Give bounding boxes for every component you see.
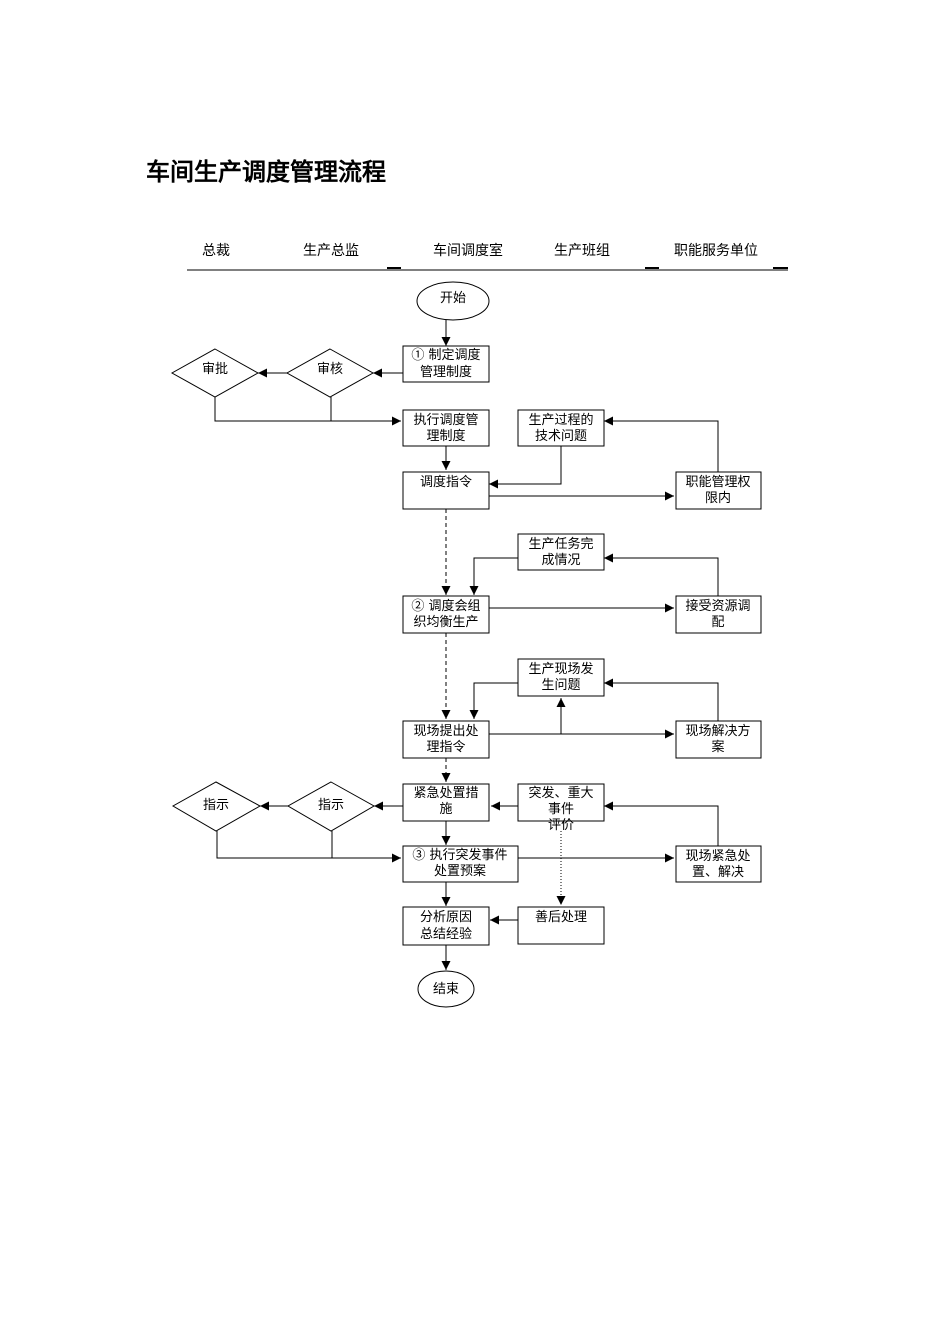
label-site-emergency-1: 现场紧急处 <box>685 849 750 864</box>
column-header-workshop-dispatch: 车间调度室 <box>433 243 503 259</box>
node-labels: 开始 ① 制定调度 管理制度 审核 审批 执行调度管 理制度 生产过程的 技术问… <box>202 291 751 997</box>
label-aftermath: 善后处理 <box>535 909 587 925</box>
node-start <box>416 281 490 321</box>
node-major-event <box>517 783 605 822</box>
node-execute-emergency-plan <box>402 845 519 883</box>
label-emergency-measures-2: 施 <box>439 802 452 817</box>
node-dispatch-meeting <box>402 595 490 634</box>
node-make-dispatch-rules <box>402 345 490 383</box>
label-major-event-1: 突发、重大 <box>528 785 593 801</box>
label-site-command-1: 现场提出处 <box>413 723 478 739</box>
label-task-completion-2: 成情况 <box>541 553 580 568</box>
node-approve <box>170 348 260 398</box>
label-site-problem-2: 生问题 <box>541 678 580 693</box>
label-instruction-president: 指示 <box>203 798 229 813</box>
label-site-emergency-2: 置、解决 <box>692 865 744 880</box>
node-aftermath <box>517 906 605 945</box>
column-header-production-team: 生产班组 <box>554 243 610 259</box>
label-technical-issues-2: 技术问题 <box>535 429 587 444</box>
label-technical-issues-1: 生产过程的 <box>528 412 593 428</box>
label-resource-allocation-2: 配 <box>711 615 724 630</box>
label-emergency-plan-2: 处置预案 <box>434 864 486 879</box>
node-site-problem <box>517 658 605 697</box>
node-site-emergency-handling <box>675 845 762 883</box>
column-header-production-director: 生产总监 <box>303 243 359 259</box>
node-instruction-president <box>171 781 262 832</box>
label-make-rules-2: 管理制度 <box>420 364 472 380</box>
label-site-command-2: 理指令 <box>426 740 465 755</box>
label-functional-authority-1: 职能管理权 <box>685 474 750 490</box>
label-dispatch-meeting-2: 织均衡生产 <box>413 615 478 630</box>
label-dispatch-meeting-1: ② 调度会组 <box>411 598 480 614</box>
label-review: 审核 <box>317 362 343 377</box>
node-emergency-measures <box>402 783 490 822</box>
label-dispatch-command: 调度指令 <box>420 474 472 490</box>
label-emergency-measures-1: 紧急处置措 <box>413 786 478 801</box>
label-site-problem-1: 生产现场发 <box>528 661 593 677</box>
label-site-solution-2: 案 <box>711 740 724 755</box>
node-site-solution <box>675 720 762 759</box>
page-title: 车间生产调度管理流程 <box>146 158 386 186</box>
label-analysis-2: 总结经验 <box>420 926 472 942</box>
label-execute-rules-2: 理制度 <box>426 428 465 444</box>
label-task-completion-1: 生产任务完 <box>528 536 593 552</box>
node-instruction-director <box>286 781 376 832</box>
label-end: 结束 <box>433 982 459 997</box>
node-task-completion <box>517 533 605 571</box>
label-resource-allocation-1: 接受资源调 <box>685 598 750 614</box>
node-review <box>285 348 375 398</box>
label-evaluation: 评价 <box>548 818 574 833</box>
label-functional-authority-2: 限内 <box>705 490 731 506</box>
node-execute-rules <box>402 409 490 447</box>
column-header-president: 总裁 <box>202 243 230 259</box>
label-analysis-1: 分析原因 <box>420 910 472 925</box>
header-separator <box>187 267 788 271</box>
column-header-functional-units: 职能服务单位 <box>674 243 758 259</box>
connectors <box>214 319 719 970</box>
node-analysis <box>402 906 490 946</box>
label-approve: 审批 <box>202 362 228 377</box>
label-make-rules-1: ① 制定调度 <box>411 347 480 363</box>
label-start-1: 开始 <box>440 291 466 306</box>
node-resource-allocation <box>675 595 762 634</box>
node-site-command <box>402 720 490 759</box>
label-instruction-director: 指示 <box>318 798 344 813</box>
label-execute-rules-1: 执行调度管 <box>413 412 478 428</box>
node-technical-issues <box>517 409 605 447</box>
label-major-event-2: 事件 <box>548 802 574 817</box>
node-dispatch-command <box>402 471 490 510</box>
node-functional-authority <box>675 471 762 510</box>
label-emergency-plan-1: ③ 执行突发事件 <box>412 847 507 863</box>
node-end <box>417 970 475 1008</box>
label-site-solution-1: 现场解决方 <box>685 723 750 739</box>
